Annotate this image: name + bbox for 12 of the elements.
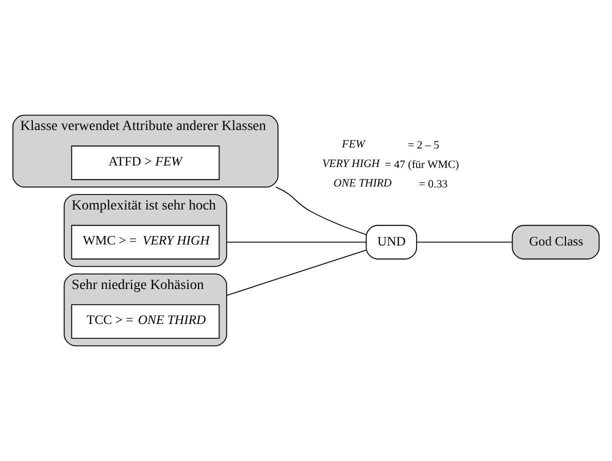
node-box: WMC > = VERY HIGH [71,224,220,260]
node-box: TCC > = ONE THIRD [71,304,220,339]
label: ONE THIRD = 0.33 [334,178,448,191]
connector [226,242,367,243]
label: FEW = 2 – 5 [342,138,440,152]
connector [226,250,366,296]
node-box: God Class [512,224,600,260]
node-box: UND [366,224,418,260]
label: VERY HIGH = 47 (für WMC) [322,158,460,172]
connector [275,186,366,235]
node-box: ATFD > FEW [71,146,220,180]
connector [416,242,513,243]
